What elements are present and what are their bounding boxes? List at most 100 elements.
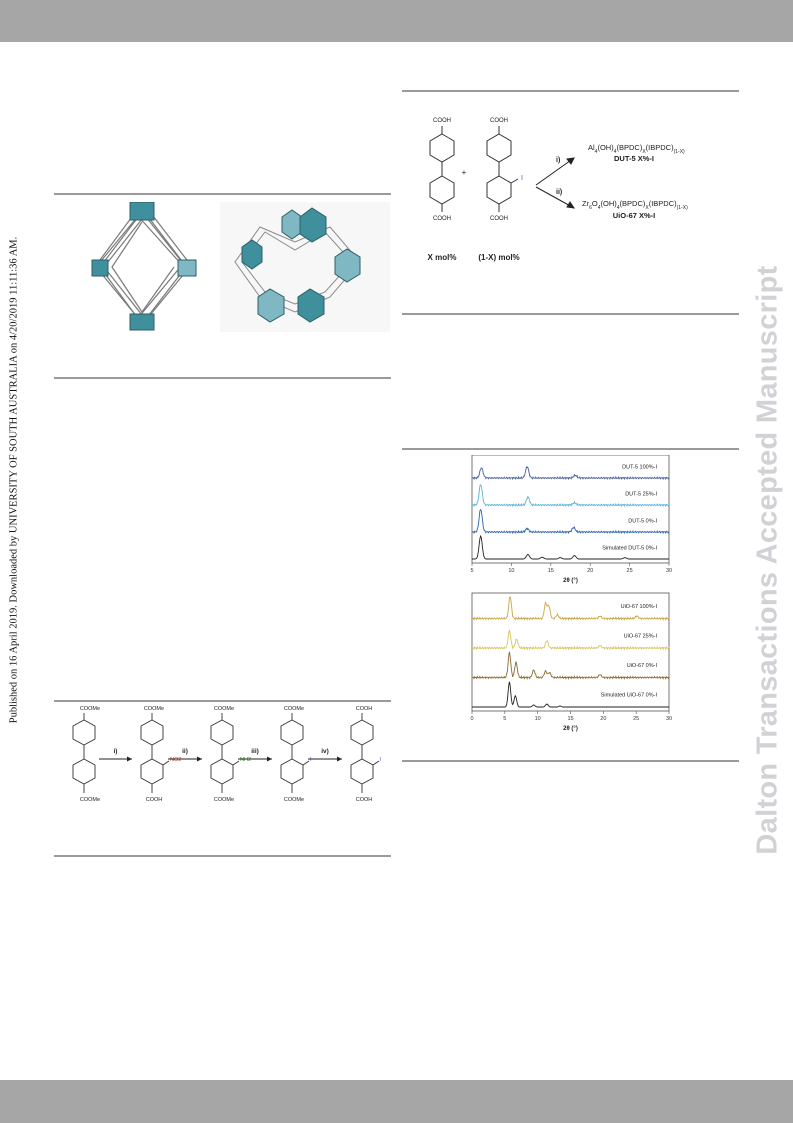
bpdc-molecule [429,126,455,212]
footer-bar [0,1080,793,1123]
scheme1-top-rule [402,90,739,92]
iodine-label: I [521,175,523,182]
uio67-formula: Zr6O4(OH)4(BPDC)X(IBPDC)(1-X) [582,199,688,211]
bond-line [302,760,310,766]
benzene-ring [350,758,374,785]
manuscript-watermark-text: Dalton Transactions Accepted Manuscript [751,265,784,855]
cluster-icon [299,207,327,243]
series-label: DUT-5 100%-I [622,465,657,471]
download-notice: Published on 16 April 2019. Downloaded b… [0,0,30,1123]
cooh-label: COOH [490,118,508,124]
figure1-bottom-rule [54,377,391,379]
series-label: Simulated UiO-67 0%-I [601,693,658,699]
plot-frame [471,592,670,712]
substituent-label: COOMe [144,706,164,712]
bond-line [232,760,240,766]
benzene-ring [72,719,96,746]
cooh-label: COOH [433,118,451,124]
cooh-label: COOH [433,216,451,222]
biphenyl-molecule [350,713,380,793]
benzene-ring [280,758,304,785]
series-label: DUT-5 0%-I [628,519,657,525]
x-tick-label: 20 [600,716,606,722]
biphenyl-molecule [210,713,240,793]
plot-frame [471,454,670,564]
x-tick-label: 10 [508,568,514,574]
substituent-label: COOMe [80,706,100,712]
mof-structure-figure [90,201,390,332]
step-label: iii) [251,748,259,755]
substituent-label: COOMe [284,797,304,803]
benzene-ring [140,758,164,785]
x-tick-label: 20 [587,568,593,574]
octahedron-icon [177,259,197,277]
x-tick-label: 25 [627,568,633,574]
pxrd-figure: 5 10 15 20 25 30 2θ (°) DUT-5 100%-I DUT-5 25%-I… [460,454,685,750]
step-i-label: i) [556,157,560,164]
step-label: ii) [182,748,188,755]
pxrd-pattern-line [471,508,670,535]
x-tick-label: 30 [666,568,672,574]
series-label: UiO-67 0%-I [627,663,658,669]
series-label: UiO-67 100%-I [621,604,658,610]
arrowhead [197,756,202,762]
x-axis-label: 2θ (°) [563,726,578,732]
pxrd-pattern-line [471,484,670,508]
pxrd-pattern-line [471,466,670,481]
x-axis-label: 2θ (°) [563,578,578,584]
substituent-label: I [380,757,382,763]
pxrd-pattern-line [472,534,669,560]
substituent-label: COOMe [80,797,100,803]
cooh-label: COOH [490,216,508,222]
substituent-label: COOH [146,797,163,803]
step-label: i) [114,748,118,755]
x-tick-label: 15 [567,716,573,722]
series-label: DUT-5 25%-I [625,492,657,498]
arrowhead [337,756,342,762]
x-tick-label: 0 [470,716,473,722]
benzene-ring [280,719,304,746]
step-label: iv) [321,748,329,755]
figure1-top-rule [54,193,391,195]
arrowhead [127,756,132,762]
x-tick-label: 10 [535,716,541,722]
x-tick-label: 25 [633,716,639,722]
substituent-label: NO2 [170,757,181,763]
dut5-name: DUT-5 X%-I [614,154,654,163]
series-label: UiO-67 25%-I [624,634,658,640]
figure2-bottom-rule [402,760,739,762]
bond-line [162,760,170,766]
mol-fraction-right: (1-X) mol% [478,253,519,262]
mol-fraction-left: X mol% [428,253,457,262]
cluster-icon [297,288,325,323]
biphenyl-molecule [72,713,96,793]
substituent-label: COOH [356,797,373,803]
benzene-ring [350,719,374,746]
step-ii-label: ii) [556,189,562,196]
uio67-framework [220,202,390,332]
figure2-top-rule [402,448,739,450]
benzene-ring [140,719,164,746]
pxrd-pattern-line [472,681,669,708]
pxrd-pattern-line [471,595,670,621]
x-tick-label: 5 [503,716,506,722]
cluster-icon [281,209,303,240]
cluster-icon [334,248,361,283]
cluster-icon [257,288,285,323]
series-label: Simulated DUT-5 0%-I [602,546,657,552]
linker-synthesis-svg: COOMeCOOMeCOOMeCOOHNO2COOMeCOOMeNH2COOMe… [72,706,382,803]
header-bar [0,0,793,42]
octahedron-icon [129,313,155,331]
ibpdc-molecule [486,126,519,212]
mof-structure-svg [91,201,390,332]
octahedron-icon [91,259,109,277]
scheme2-bottom-rule [54,855,391,857]
cluster-icon [241,239,263,270]
bond-line [372,760,380,766]
linker-mixing-scheme: COOH COOH + COOH COOH I X mol% (1-X) mol… [402,100,739,275]
substituent-label: COOH [356,706,373,712]
substituent-label: NH2 [240,757,251,763]
